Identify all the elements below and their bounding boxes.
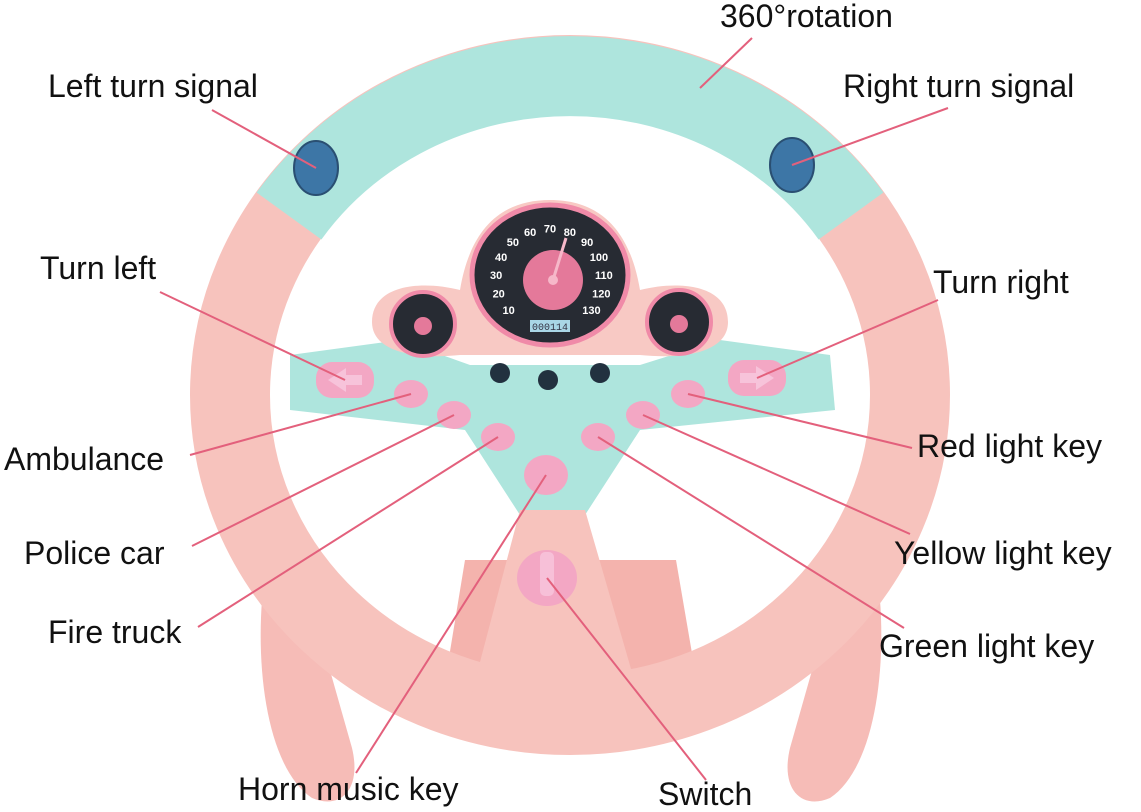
indicator-light-left bbox=[490, 363, 510, 383]
speedometer-tick-label: 10 bbox=[502, 305, 514, 317]
speedometer-tick-label: 20 bbox=[493, 289, 505, 301]
speedometer-tick-label: 130 bbox=[582, 305, 600, 317]
speedometer-tick-label: 120 bbox=[592, 289, 610, 301]
left-small-gauge-hub bbox=[414, 317, 432, 335]
label-yellow-light-key: Yellow light key bbox=[894, 535, 1112, 571]
speedometer-tick-label: 110 bbox=[595, 270, 613, 282]
right-small-gauge-hub bbox=[670, 315, 688, 333]
indicator-light-right bbox=[590, 363, 610, 383]
speedometer-tick-label: 50 bbox=[507, 237, 519, 249]
leader-rotation bbox=[699, 37, 753, 89]
indicator-light-center bbox=[538, 370, 558, 390]
label-rotation: 360°rotation bbox=[720, 0, 893, 34]
label-left-turn-signal: Left turn signal bbox=[48, 68, 258, 104]
leader-red-light bbox=[687, 393, 913, 449]
leader-police-car bbox=[191, 414, 455, 547]
leader-ambulance bbox=[189, 393, 412, 456]
speedometer-needle bbox=[551, 237, 568, 281]
left-leg bbox=[260, 600, 355, 802]
label-turn-left: Turn left bbox=[40, 250, 157, 286]
label-right-turn-signal: Right turn signal bbox=[843, 68, 1075, 104]
right-leg bbox=[787, 600, 882, 802]
label-ambulance: Ambulance bbox=[4, 441, 165, 477]
leader-left-turn-signal bbox=[211, 109, 317, 169]
leader-right-turn-signal bbox=[791, 107, 949, 166]
leader-green-light bbox=[597, 436, 905, 629]
leader-switch bbox=[546, 577, 707, 781]
label-police-car: Police car bbox=[24, 535, 165, 571]
leader-lines bbox=[159, 37, 949, 781]
speedometer-tick-label: 100 bbox=[590, 252, 608, 264]
odometer-reading: 000114 bbox=[532, 323, 568, 334]
odometer bbox=[530, 320, 570, 332]
label-horn-music-key: Horn music key bbox=[238, 771, 459, 807]
leader-yellow-light bbox=[642, 414, 911, 535]
wheel-rim-top-mint bbox=[256, 36, 884, 240]
leader-turn-right bbox=[756, 299, 939, 379]
leader-fire-truck bbox=[197, 436, 499, 628]
speedometer-tick-label: 70 bbox=[544, 223, 556, 235]
label-red-light-key: Red light key bbox=[917, 428, 1102, 464]
label-switch: Switch bbox=[658, 776, 753, 812]
speedometer-tick-label: 60 bbox=[524, 227, 536, 239]
center-column bbox=[470, 510, 640, 700]
label-green-light-key: Green light key bbox=[879, 628, 1095, 664]
leader-turn-left bbox=[159, 291, 346, 381]
speedometer-tick-label: 90 bbox=[581, 237, 593, 249]
speedometer-tick-label: 30 bbox=[490, 270, 502, 282]
leader-horn-music bbox=[355, 474, 547, 774]
speedometer-center bbox=[548, 275, 558, 285]
label-turn-right: Turn right bbox=[933, 264, 1069, 300]
speedometer-tick-label: 40 bbox=[495, 252, 507, 264]
speedometer-tick-label: 80 bbox=[564, 227, 576, 239]
label-fire-truck: Fire truck bbox=[48, 614, 182, 650]
